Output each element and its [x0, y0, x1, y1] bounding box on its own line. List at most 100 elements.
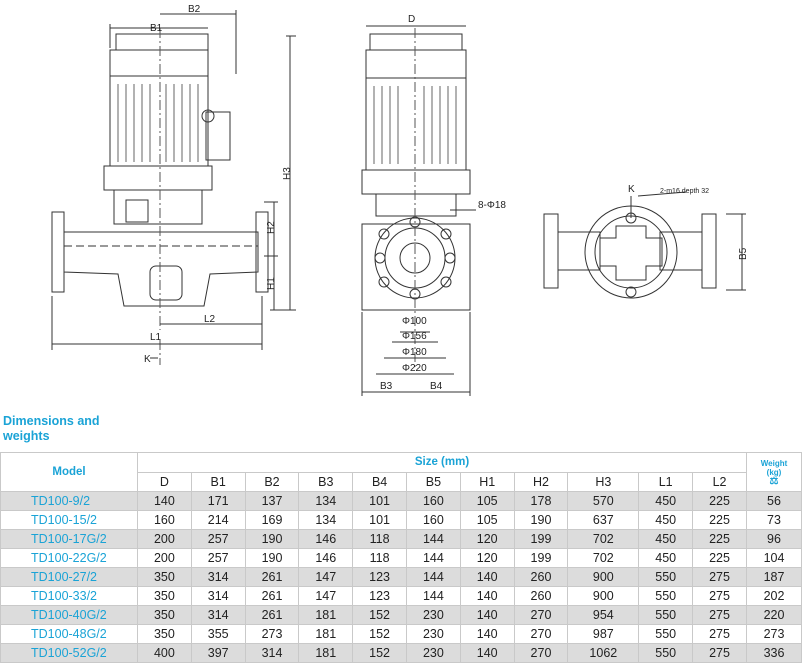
value-cell: 270 [513, 643, 569, 663]
value-cell: 450 [638, 510, 694, 530]
label-b1: B1 [150, 23, 163, 34]
label-h2: H2 [266, 221, 277, 234]
section-heading: Dimensions and weights [3, 414, 133, 444]
column-header: B3 [298, 471, 354, 492]
label-dia-180: Φ180 [402, 347, 427, 358]
value-cell: 200 [137, 529, 192, 549]
column-header: B2 [244, 471, 300, 492]
label-b2: B2 [188, 4, 201, 15]
value-cell: 257 [190, 548, 246, 568]
value-cell: 350 [137, 567, 192, 587]
value-cell: 314 [190, 567, 246, 587]
front-view-drawing [361, 25, 476, 396]
weight-cell: 202 [746, 586, 802, 606]
value-cell: 152 [352, 643, 407, 663]
value-cell: 570 [567, 491, 640, 511]
column-header: H1 [459, 471, 515, 492]
model-cell: TD100-48G/2 [0, 624, 138, 644]
value-cell: 230 [405, 624, 461, 644]
value-cell: 275 [692, 567, 747, 587]
label-dia-156: Φ156 [402, 331, 427, 342]
model-cell: TD100-9/2 [0, 491, 138, 511]
column-header: L2 [692, 471, 747, 492]
weight-cell: 336 [746, 643, 802, 663]
value-cell: 987 [567, 624, 640, 644]
value-cell: 270 [513, 624, 569, 644]
value-cell: 314 [190, 605, 246, 625]
value-cell: 140 [459, 643, 515, 663]
weight-cell: 187 [746, 567, 802, 587]
value-cell: 270 [513, 605, 569, 625]
value-cell: 550 [638, 586, 694, 606]
model-cell: TD100-33/2 [0, 586, 138, 606]
value-cell: 450 [638, 548, 694, 568]
value-cell: 550 [638, 624, 694, 644]
value-cell: 169 [244, 510, 300, 530]
label-dia-220: Φ220 [402, 363, 427, 374]
side-view-drawing [51, 10, 296, 365]
value-cell: 230 [405, 605, 461, 625]
column-header: H2 [513, 471, 569, 492]
value-cell: 261 [244, 586, 300, 606]
value-cell: 260 [513, 567, 569, 587]
model-header: Model [0, 452, 138, 492]
weight-cell: 73 [746, 510, 802, 530]
value-cell: 214 [190, 510, 246, 530]
label-bolt-holes: 8-Φ18 [478, 200, 506, 211]
label-b5: B5 [738, 247, 749, 260]
value-cell: 140 [459, 605, 515, 625]
value-cell: 702 [567, 548, 640, 568]
value-cell: 105 [459, 510, 515, 530]
value-cell: 355 [190, 624, 246, 644]
label-k-top: K [628, 184, 635, 195]
value-cell: 140 [459, 567, 515, 587]
model-cell: TD100-40G/2 [0, 605, 138, 625]
model-cell: TD100-15/2 [0, 510, 138, 530]
value-cell: 225 [692, 548, 747, 568]
value-cell: 257 [190, 529, 246, 549]
value-cell: 225 [692, 491, 747, 511]
value-cell: 400 [137, 643, 192, 663]
value-cell: 275 [692, 624, 747, 644]
label-d: D [408, 14, 415, 25]
section-heading-line2: weights [3, 429, 50, 443]
value-cell: 225 [692, 510, 747, 530]
value-cell: 152 [352, 624, 407, 644]
model-cell: TD100-22G/2 [0, 548, 138, 568]
size-header: Size (mm) [137, 452, 747, 473]
column-header: L1 [638, 471, 694, 492]
value-cell: 140 [459, 586, 515, 606]
value-cell: 190 [244, 529, 300, 549]
value-cell: 118 [352, 529, 407, 549]
value-cell: 134 [298, 491, 354, 511]
label-l1: L1 [150, 332, 162, 343]
value-cell: 144 [405, 586, 461, 606]
value-cell: 171 [190, 491, 246, 511]
value-cell: 261 [244, 605, 300, 625]
label-h1: H1 [266, 277, 277, 290]
value-cell: 160 [405, 491, 461, 511]
value-cell: 261 [244, 567, 300, 587]
value-cell: 275 [692, 643, 747, 663]
value-cell: 146 [298, 548, 354, 568]
value-cell: 273 [244, 624, 300, 644]
value-cell: 120 [459, 548, 515, 568]
model-cell: TD100-27/2 [0, 567, 138, 587]
weight-icon: ⚖ [769, 475, 779, 487]
value-cell: 181 [298, 605, 354, 625]
top-view-drawing [543, 191, 746, 299]
column-header: D [137, 471, 192, 492]
value-cell: 637 [567, 510, 640, 530]
column-header: B5 [405, 471, 461, 492]
value-cell: 199 [513, 529, 569, 549]
label-dia-100: Φ100 [402, 316, 427, 327]
value-cell: 190 [513, 510, 569, 530]
